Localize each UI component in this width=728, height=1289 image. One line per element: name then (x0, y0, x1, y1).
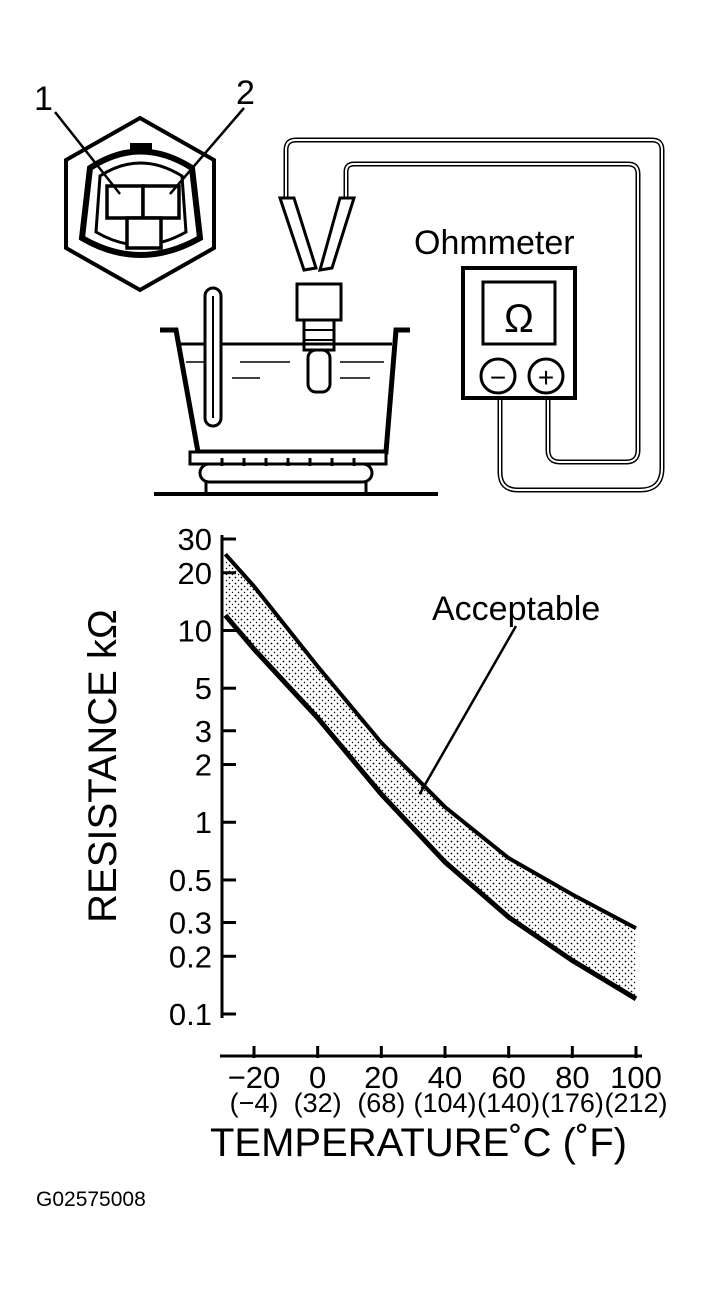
x-tick-label-fahrenheit: (32) (294, 1088, 342, 1118)
annotation-leader (418, 625, 518, 795)
water-bath (154, 286, 438, 496)
y-tick-label: 0.5 (169, 863, 212, 898)
test-probes (277, 196, 357, 394)
x-tick-label: 80 (555, 1060, 589, 1095)
sensor-connector: 1 2 (34, 74, 255, 293)
minus-terminal: − (490, 362, 506, 393)
y-tick-label: 0.2 (169, 939, 212, 974)
y-tick-label: 5 (195, 671, 212, 706)
ohmmeter: Ohmmeter Ω − + (414, 224, 577, 400)
y-tick-label: 0.1 (169, 997, 212, 1032)
x-tick-label-fahrenheit: (−4) (230, 1088, 279, 1118)
x-tick-label: 60 (491, 1060, 525, 1095)
probe-wires (283, 137, 665, 493)
ohmmeter-label: Ohmmeter (414, 224, 575, 262)
x-tick-label: −20 (228, 1060, 281, 1095)
acceptable-annotation: Acceptable (432, 590, 600, 628)
y-tick-label: 3 (195, 714, 212, 749)
y-axis-title: RESISTANCE kΩ (81, 609, 125, 923)
x-tick-label: 100 (610, 1060, 662, 1095)
y-tick-label: 2 (195, 748, 212, 783)
x-tick-label-fahrenheit: (104) (413, 1088, 476, 1118)
acceptable-band (225, 554, 636, 999)
y-tick-label: 20 (178, 556, 212, 591)
y-tick-label: 30 (178, 522, 212, 557)
y-tick-label: 1 (195, 805, 212, 840)
lower-bound-line (223, 613, 638, 1001)
figure-id: G02575008 (36, 1188, 146, 1211)
ohm-symbol: Ω (504, 297, 534, 341)
pin-1-label: 1 (34, 80, 53, 118)
x-tick-label-fahrenheit: (68) (357, 1088, 405, 1118)
upper-bound-line (223, 552, 637, 931)
x-axis-title: TEMPERATURE˚C (˚F) (210, 1121, 627, 1165)
x-tick-label: 40 (428, 1060, 462, 1095)
x-tick-label-fahrenheit: (176) (541, 1088, 604, 1118)
y-tick-label: 10 (178, 613, 212, 648)
x-tick-label: 0 (309, 1060, 326, 1095)
plus-terminal: + (538, 362, 554, 393)
x-ticks: −20(−4) 0(32) 20(68) 40(104) 60(140) 80(176)1… (228, 1046, 668, 1118)
pin-2-label: 2 (236, 74, 255, 112)
x-tick-label-fahrenheit: (140) (477, 1088, 540, 1118)
x-tick-label: 20 (364, 1060, 398, 1095)
y-tick-label: 0.3 (169, 906, 212, 941)
x-tick-label-fahrenheit: (212) (604, 1088, 667, 1118)
